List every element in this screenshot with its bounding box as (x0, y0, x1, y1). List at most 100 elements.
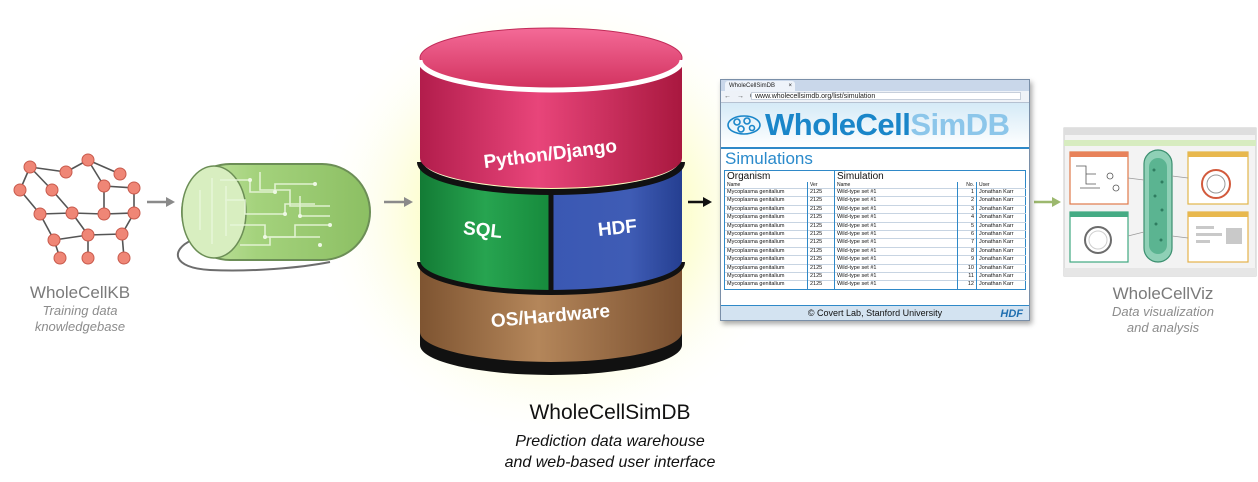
col-simulation-name[interactable]: Name (834, 182, 958, 189)
cell-number: 9 (957, 255, 977, 265)
browser-tab[interactable]: WholeCellSimDB × (725, 81, 795, 91)
viz-title: WholeCellViz (1112, 284, 1214, 303)
cell-number: 3 (957, 204, 977, 214)
arrow-browser-to-viz (1034, 197, 1061, 207)
cell-simulation[interactable]: Wild-type set #1 (834, 238, 958, 248)
viz-screenshot-thumbnail (1063, 127, 1257, 277)
cell-user: Jonathan Karr (976, 238, 1026, 248)
cell-number: 12 (957, 280, 977, 290)
cell-version: 2125 (807, 263, 835, 273)
browser-tab-label: WholeCellSimDB (729, 83, 776, 89)
cell-organism: Mycoplasma genitalium (724, 280, 808, 290)
col-user[interactable]: User (976, 182, 1026, 189)
simdb-caption: WholeCellSimDB Prediction data warehouse… (440, 401, 780, 473)
cell-organism: Mycoplasma genitalium (724, 263, 808, 273)
cell-user: Jonathan Karr (976, 272, 1026, 281)
cell-user: Jonathan Karr (976, 221, 1026, 231)
viz-subtitle-line2: and analysis (1126, 320, 1200, 335)
cell-simulation[interactable]: Wild-type set #1 (834, 246, 958, 256)
col-organism-name[interactable]: Name (724, 182, 808, 189)
cell-number: 7 (957, 238, 977, 248)
cell-simulation[interactable]: Wild-type set #1 (834, 255, 958, 265)
table-column-header: Name Ver Name No. User (724, 182, 1026, 189)
cell-organism: Mycoplasma genitalium (724, 272, 808, 281)
page-footer: © Covert Lab, Stanford University HDF (721, 305, 1029, 320)
close-tab-icon[interactable]: × (788, 83, 792, 89)
kb-caption: WholeCellKB Training data knowledgebase (0, 283, 160, 335)
cell-organism: Mycoplasma genitalium (724, 196, 808, 206)
col-number[interactable]: No. (957, 182, 977, 189)
cell-organism: Mycoplasma genitalium (724, 221, 808, 231)
cell-simulation[interactable]: Wild-type set #1 (834, 221, 958, 231)
cell-version: 2125 (807, 230, 835, 239)
table-group-header: Organism Simulation (724, 170, 1026, 182)
web-page: WholeCellSimDB Simulations Organism Simu… (721, 103, 1029, 320)
cell-user: Jonathan Karr (976, 204, 1026, 214)
cell-number: 6 (957, 230, 977, 239)
simulations-table: Organism Simulation Name Ver Name No. Us… (724, 170, 1026, 290)
cell-simulation[interactable]: Wild-type set #1 (834, 187, 958, 197)
group-organism: Organism (724, 170, 835, 182)
browser-tab-bar: WholeCellSimDB × (721, 80, 1029, 91)
cell-simulation[interactable]: Wild-type set #1 (834, 196, 958, 206)
layer-label-hdf: HDF (597, 216, 638, 241)
viz-caption: WholeCellViz Data visualization and anal… (1078, 284, 1248, 336)
cell-simulation[interactable]: Wild-type set #1 (834, 272, 958, 281)
cell-number: 1 (957, 187, 977, 197)
cell-user: Jonathan Karr (976, 213, 1026, 223)
cell-version: 2125 (807, 238, 835, 248)
hdf-logo-icon: HDF (1000, 308, 1023, 320)
cell-simulation[interactable]: Wild-type set #1 (834, 280, 958, 290)
simdb-title: WholeCellSimDB (529, 401, 691, 424)
knowledgebase-nodes (13, 153, 141, 265)
cell-simulation[interactable]: Wild-type set #1 (834, 263, 958, 273)
cell-simulation[interactable]: Wild-type set #1 (834, 230, 958, 239)
arrow-kb-to-cell (147, 197, 175, 207)
logo-part-simdb: SimDB (910, 107, 1010, 142)
kb-title: WholeCellKB (29, 283, 131, 302)
nav-buttons-icon[interactable]: ← → C (724, 93, 757, 100)
address-field[interactable]: www.wholecellsimdb.org/list/simulation (751, 92, 1021, 100)
cell-simulation[interactable]: Wild-type set #1 (834, 213, 958, 223)
cell-user: Jonathan Karr (976, 255, 1026, 265)
kb-subtitle-line1: Training data (42, 303, 118, 318)
cell-version: 2125 (807, 280, 835, 290)
simdb-subtitle-line2: and web-based user interface (504, 454, 716, 471)
cell-user: Jonathan Karr (976, 230, 1026, 239)
cell-version: 2125 (807, 221, 835, 231)
cell-logo-icon (727, 115, 761, 135)
cell-version: 2125 (807, 204, 835, 214)
viz-subtitle-line1: Data visualization (1112, 304, 1214, 319)
arrow-cell-to-db (384, 197, 413, 207)
cell-user: Jonathan Karr (976, 246, 1026, 256)
footer-copyright: © Covert Lab, Stanford University (807, 308, 943, 318)
cell-user: Jonathan Karr (976, 196, 1026, 206)
database-cylinder (417, 27, 685, 375)
cell-version: 2125 (807, 196, 835, 206)
cell-number: 8 (957, 246, 977, 256)
cell-organism: Mycoplasma genitalium (724, 255, 808, 265)
kb-subtitle-line2: knowledgebase (34, 319, 126, 334)
cell-simulation[interactable]: Wild-type set #1 (834, 204, 958, 214)
cell-number: 11 (957, 272, 977, 281)
site-logo-text[interactable]: WholeCellSimDB (765, 107, 1010, 143)
cell-user: Jonathan Karr (976, 187, 1026, 197)
cell-version: 2125 (807, 272, 835, 281)
cell-version: 2125 (807, 213, 835, 223)
col-version[interactable]: Ver (807, 182, 835, 189)
cell-organism: Mycoplasma genitalium (724, 246, 808, 256)
cell-number: 4 (957, 213, 977, 223)
section-heading: Simulations (725, 149, 813, 168)
